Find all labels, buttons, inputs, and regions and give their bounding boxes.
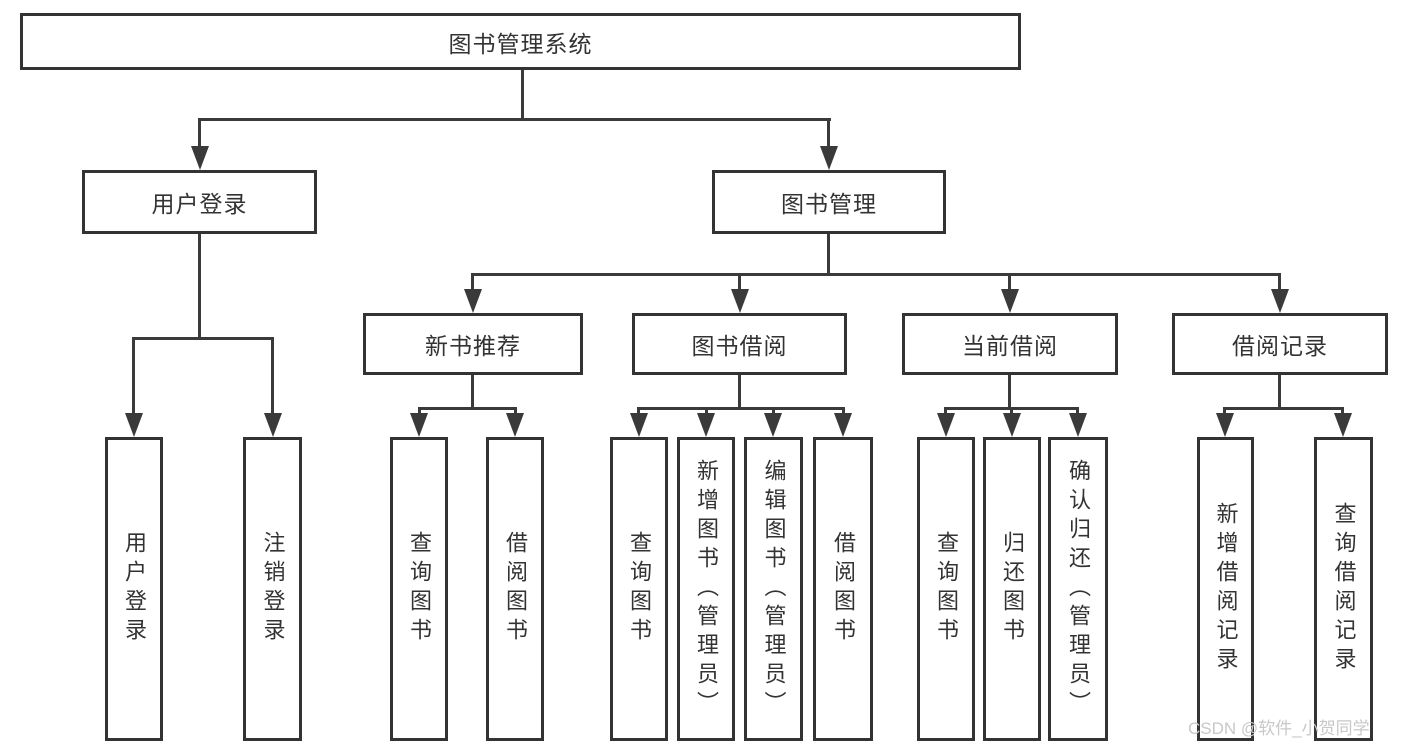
arrow-down-icon xyxy=(1216,413,1234,437)
node-user-login: 用户登录 xyxy=(82,170,317,234)
node-new-book-recommend: 新书推荐 xyxy=(363,313,583,375)
connector-branch xyxy=(638,407,844,410)
connector-shaft xyxy=(132,337,135,417)
node-borrow-books-borrowing: 借阅图书 xyxy=(813,437,873,741)
node-label: 图书借阅 xyxy=(691,333,788,359)
arrow-down-icon xyxy=(1271,289,1289,313)
arrow-down-icon xyxy=(937,413,955,437)
connector-shaft xyxy=(418,407,421,417)
node-label: 借阅记录 xyxy=(1232,333,1328,359)
node-current-borrowing: 当前借阅 xyxy=(902,313,1118,375)
connector-shaft xyxy=(738,273,741,291)
node-query-borrow-record: 查询借阅记录 xyxy=(1314,437,1373,741)
connector-stem xyxy=(738,375,741,407)
node-book-borrowing: 图书借阅 xyxy=(632,313,847,375)
connector-branch xyxy=(1223,407,1344,410)
arrow-down-icon xyxy=(1003,413,1021,437)
connector-shaft xyxy=(842,407,845,417)
connector-shaft xyxy=(944,407,947,417)
node-label: 归还图书 xyxy=(1000,531,1025,647)
node-label: 查询图书 xyxy=(934,531,959,647)
node-query-books-current: 查询图书 xyxy=(917,437,975,741)
node-logout-action: 注销登录 xyxy=(243,437,302,741)
arrow-down-icon xyxy=(820,146,838,170)
connector-shaft xyxy=(705,407,708,417)
node-query-books-recommend: 查询图书 xyxy=(390,437,448,741)
arrow-down-icon xyxy=(764,413,782,437)
node-label: 图书管理 xyxy=(781,191,877,217)
connector-shaft xyxy=(271,337,274,417)
node-label: 借阅图书 xyxy=(503,531,528,647)
node-query-books-borrowing: 查询图书 xyxy=(610,437,668,741)
arrow-down-icon xyxy=(410,413,428,437)
connector-stem xyxy=(1008,375,1011,407)
node-label: 确认归还（管理员） xyxy=(1066,458,1091,720)
node-label: 新增借阅记录 xyxy=(1213,502,1239,676)
arrow-down-icon xyxy=(1334,413,1352,437)
connector-shaft xyxy=(1076,407,1079,417)
connector-book-stem xyxy=(827,234,830,273)
connector-shaft xyxy=(1278,273,1281,291)
arrow-down-icon xyxy=(1069,413,1087,437)
arrow-down-icon xyxy=(1001,289,1019,313)
node-add-borrow-record: 新增借阅记录 xyxy=(1197,437,1254,741)
arrow-down-icon xyxy=(731,289,749,313)
connector-shaft xyxy=(1010,407,1013,417)
connector-shaft xyxy=(1008,273,1011,291)
arrow-down-icon xyxy=(834,413,852,437)
arrow-down-icon xyxy=(464,289,482,313)
node-book-management: 图书管理 xyxy=(712,170,946,234)
connector-stem xyxy=(471,375,474,407)
node-label: 编辑图书（管理员） xyxy=(761,458,787,720)
node-confirm-return-admin: 确认归还（管理员） xyxy=(1048,437,1108,741)
connector-shaft xyxy=(1341,407,1344,417)
node-library-system: 图书管理系统 xyxy=(20,13,1021,70)
connector-level2-branch xyxy=(198,118,831,121)
connector-user-login-shaft xyxy=(198,118,201,150)
arrow-down-icon xyxy=(630,413,648,437)
connector-shaft xyxy=(514,407,517,417)
node-label: 新书推荐 xyxy=(425,333,521,359)
node-user-login-action: 用户登录 xyxy=(105,437,163,741)
node-edit-books-admin: 编辑图书（管理员） xyxy=(744,437,803,741)
node-label: 查询借阅记录 xyxy=(1331,502,1357,676)
arrow-down-icon xyxy=(191,146,209,170)
node-return-books: 归还图书 xyxy=(983,437,1041,741)
node-add-books-admin: 新增图书（管理员） xyxy=(677,437,735,741)
connector-book-mgmt-shaft xyxy=(827,118,830,150)
connector-shaft xyxy=(637,407,640,417)
connector-branch xyxy=(418,407,517,410)
connector-shaft xyxy=(1223,407,1226,417)
connector-level3-branch xyxy=(471,273,1281,276)
connector-user-branch xyxy=(133,337,274,340)
connector-stem xyxy=(1278,375,1281,407)
connector-user-stem xyxy=(198,234,201,337)
connector-shaft xyxy=(772,407,775,417)
connector-root-stem xyxy=(521,70,524,118)
node-label: 图书管理系统 xyxy=(448,30,593,57)
node-label: 查询图书 xyxy=(627,531,652,647)
node-label: 注销登录 xyxy=(260,531,286,647)
node-label: 当前借阅 xyxy=(962,333,1058,359)
arrow-down-icon xyxy=(697,413,715,437)
arrow-down-icon xyxy=(125,413,143,437)
node-borrow-books-recommend: 借阅图书 xyxy=(486,437,544,741)
node-borrow-records: 借阅记录 xyxy=(1172,313,1388,375)
node-label: 借阅图书 xyxy=(831,531,856,647)
node-label: 查询图书 xyxy=(407,531,432,647)
node-label: 用户登录 xyxy=(122,531,147,647)
arrow-down-icon xyxy=(264,413,282,437)
node-label: 用户登录 xyxy=(151,191,248,217)
arrow-down-icon xyxy=(506,413,524,437)
connector-shaft xyxy=(471,273,474,291)
node-label: 新增图书（管理员） xyxy=(694,458,719,720)
watermark: CSDN @软件_小贺同学 xyxy=(1188,719,1370,738)
